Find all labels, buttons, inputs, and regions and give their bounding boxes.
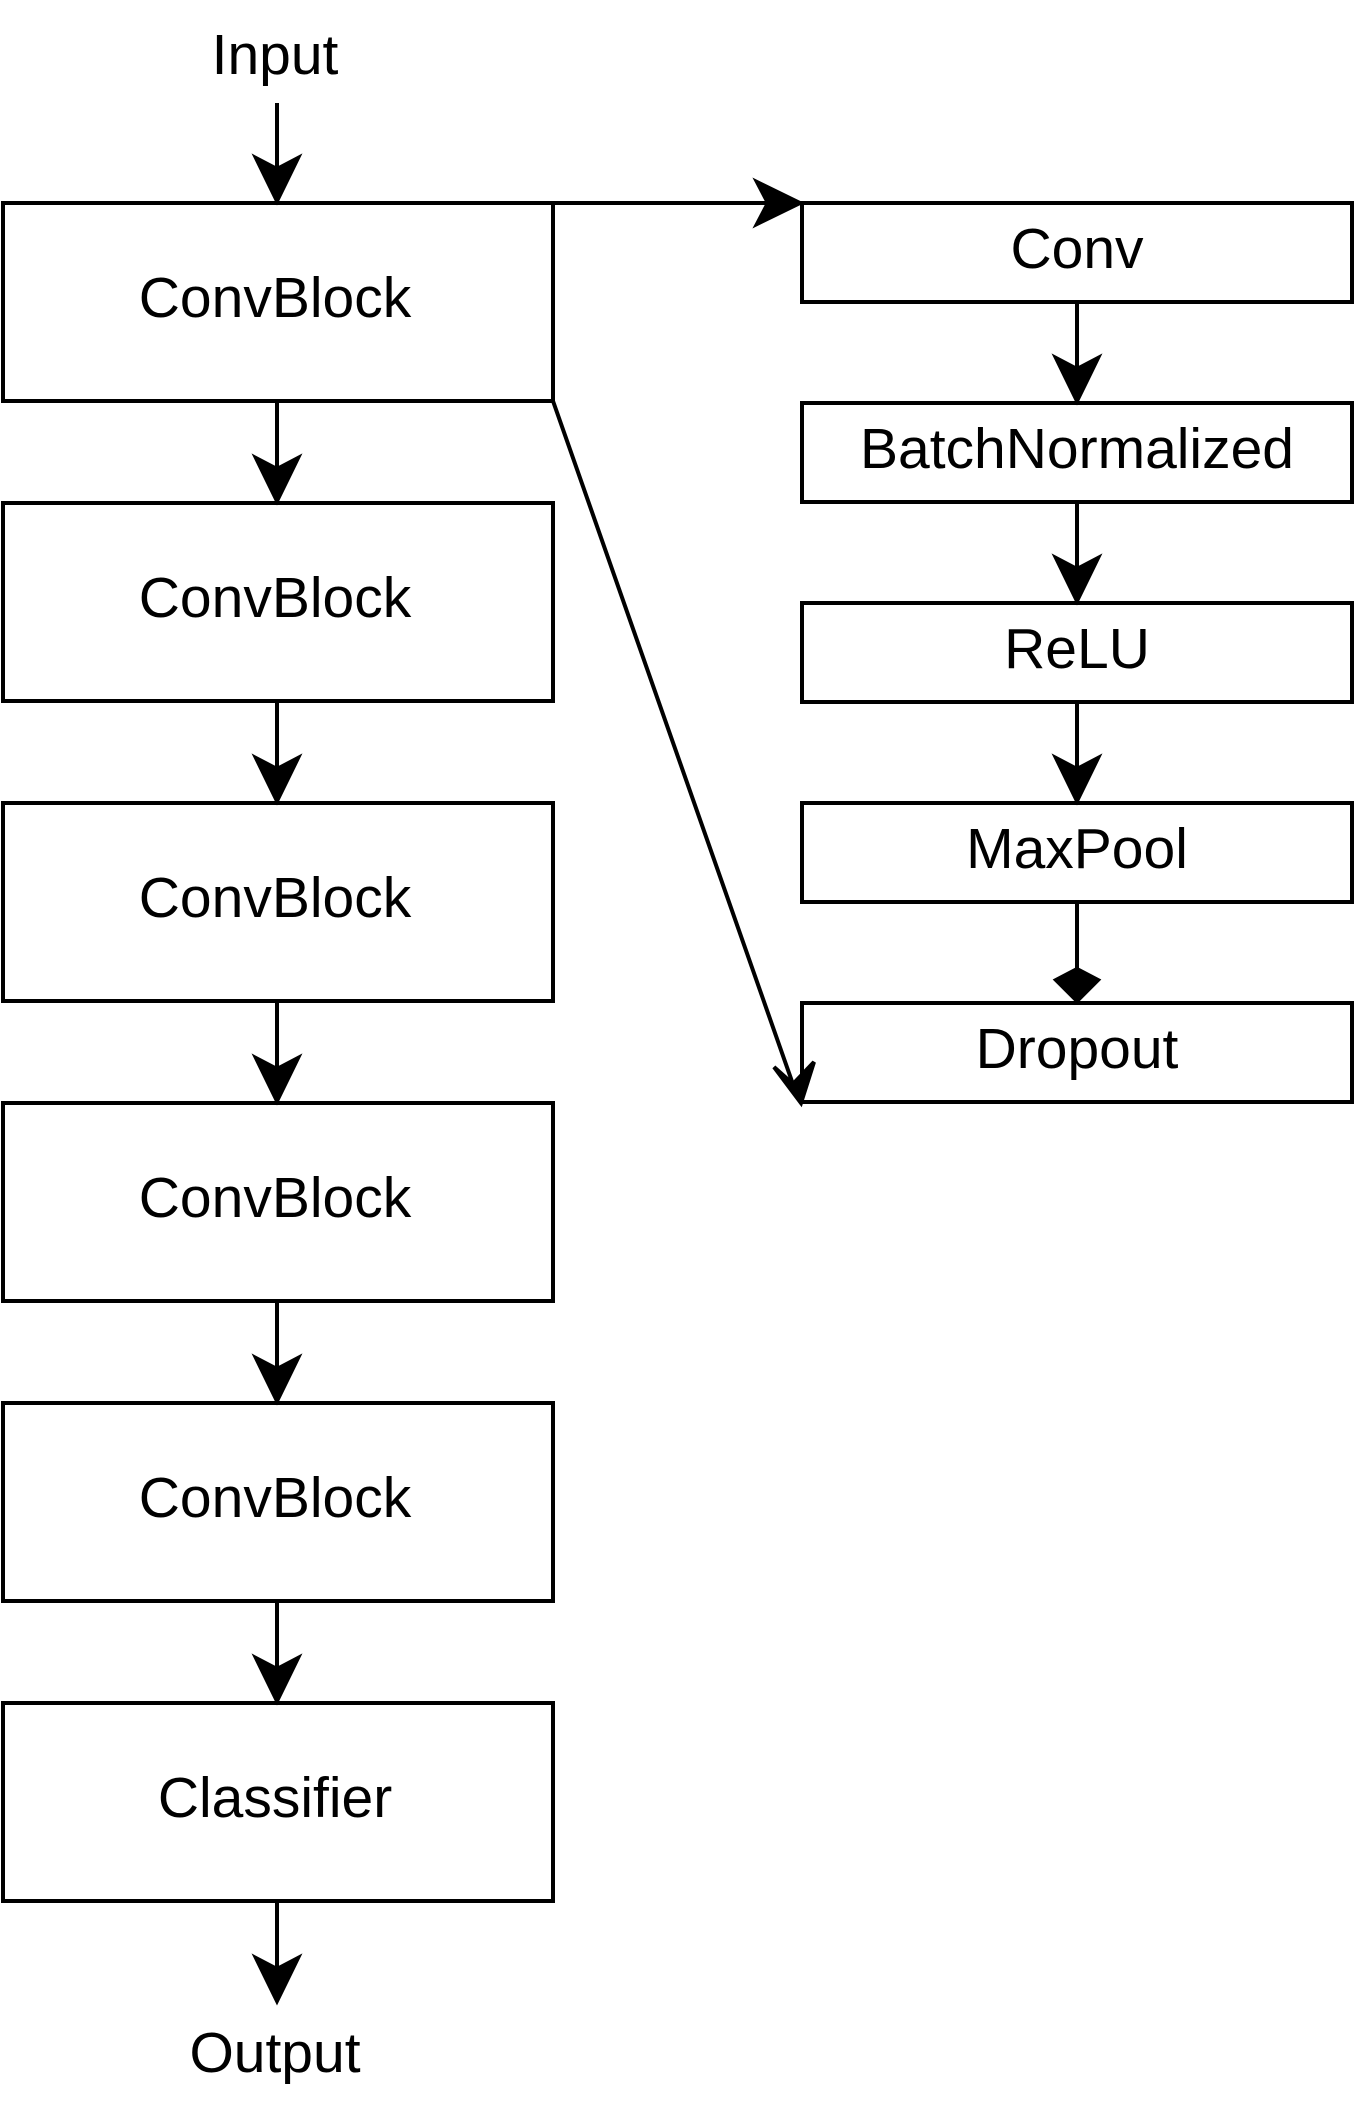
arrow-convblock-2-to-convblock-3 [251,703,303,806]
arrow-convblock-4-to-convblock-5 [251,1303,303,1406]
arrow-batchnormalized-to-relu [1051,503,1103,606]
main-node-label: ConvBlock [139,1466,412,1530]
arrow-input-to-convblock-1 [251,103,303,206]
main-node-convblock-2: ConvBlock [1,501,555,703]
detail-node-label: Dropout [976,1017,1179,1081]
arrow-conv-to-batchnormalized [1051,303,1103,406]
main-node-label: Classifier [158,1766,392,1830]
main-node-convblock-1: ConvBlock [1,201,555,403]
detail-node-dropout: Dropout [800,1001,1354,1104]
main-node-convblock-4: ConvBlock [1,1101,555,1303]
arrow-convblock-5-to-classifier [251,1603,303,1706]
expansion-bottom-connector [551,400,816,1108]
main-node-label: ConvBlock [139,866,412,930]
detail-node-batchnormalized: BatchNormalized [800,401,1354,504]
main-node-label: ConvBlock [139,266,412,330]
main-node-convblock-3: ConvBlock [1,801,555,1003]
arrow-maxpool-to-dropout [1052,903,1102,1004]
detail-node-label: MaxPool [966,817,1188,881]
arrow-relu-to-maxpool [1051,703,1103,806]
main-node-label: ConvBlock [139,566,412,630]
detail-node-label: Conv [1010,217,1144,281]
arrow-classifier-to-output [251,1903,303,2006]
detail-node-label: ReLU [1004,617,1150,681]
main-node-convblock-5: ConvBlock [1,1401,555,1603]
arrow-convblock-3-to-convblock-4 [251,1003,303,1106]
main-node-label: ConvBlock [139,1166,412,1230]
output-label: Output [189,2021,360,2085]
detail-node-label: BatchNormalized [860,417,1294,481]
main-node-classifier: Classifier [1,1701,555,1903]
detail-node-conv: Conv [800,201,1354,304]
expansion-top-connector [553,177,805,229]
detail-node-maxpool: MaxPool [800,801,1354,904]
arrow-convblock-1-to-convblock-2 [251,403,303,506]
detail-node-relu: ReLU [800,601,1354,704]
input-label: Input [212,23,339,87]
